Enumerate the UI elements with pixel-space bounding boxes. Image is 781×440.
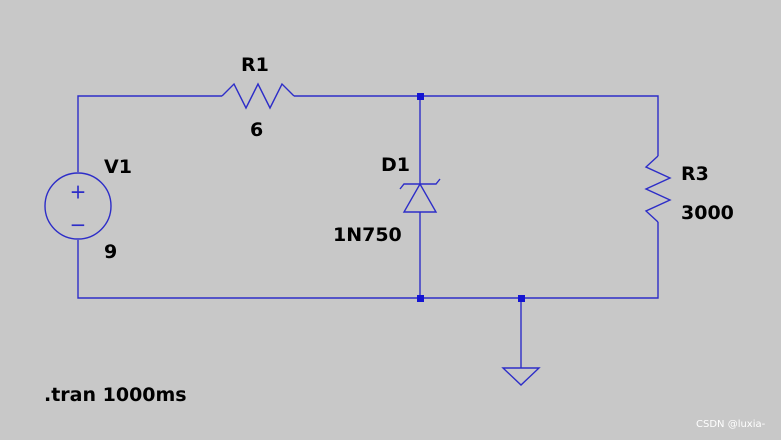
zener-bar (399, 178, 441, 190)
junction-node-top[interactable] (417, 93, 424, 100)
spice-directive-label[interactable]: .tran 1000ms (44, 384, 187, 406)
voltage-source-circle (44, 172, 112, 240)
r1-name-label: R1 (241, 54, 269, 76)
resistor-r1-symbol[interactable] (221, 82, 295, 110)
wire-right-bottom[interactable] (77, 222, 659, 299)
voltage-source-v1[interactable]: + − (44, 172, 112, 240)
junction-node-bottom-left[interactable] (417, 295, 424, 302)
ground-icon (501, 367, 541, 386)
wires (77, 95, 659, 368)
r1-value-label: 6 (250, 119, 264, 141)
r3-value-label: 3000 (681, 202, 734, 224)
d1-name-label: D1 (381, 154, 410, 176)
plus-sign: + (70, 180, 87, 204)
watermark-text: CSDN @luxia- (696, 419, 766, 430)
diode-triangle (402, 182, 438, 213)
minus-sign: − (70, 213, 87, 237)
r3-name-label: R3 (681, 163, 709, 185)
resistor-r3-symbol[interactable] (644, 155, 672, 223)
v1-value-label: 9 (104, 241, 118, 263)
junction-node-ground[interactable] (518, 295, 525, 302)
zener-diode-d1[interactable] (399, 178, 441, 213)
d1-value-label: 1N750 (333, 224, 402, 246)
wire-left-top[interactable] (77, 95, 222, 172)
v1-name-label: V1 (104, 156, 132, 178)
wire-top-right[interactable] (294, 95, 659, 156)
